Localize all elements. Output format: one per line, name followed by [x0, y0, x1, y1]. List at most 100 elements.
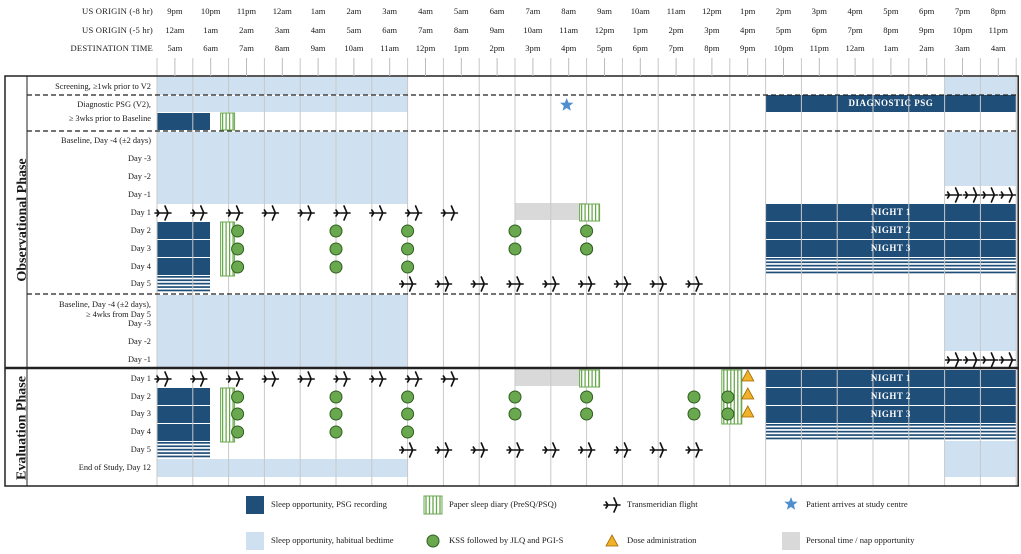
header-time-cell: 10am — [630, 6, 650, 16]
diary-box — [579, 203, 601, 222]
header-time-cell: 3pm — [525, 43, 541, 53]
flight-shape — [404, 205, 423, 221]
stripe-line — [157, 445, 210, 448]
kss-icon — [508, 224, 522, 238]
legend-arrival-label: Patient arrives at study centre — [806, 499, 908, 509]
kss-icon — [426, 534, 440, 548]
flight-icon — [368, 371, 387, 387]
header-time-cell: 1am — [883, 43, 899, 53]
psg-partial-block — [157, 442, 210, 459]
kss-icon — [401, 407, 415, 421]
flight-shape — [440, 371, 459, 387]
flight-shape — [613, 442, 632, 458]
header-time-cell: 11am — [559, 25, 579, 35]
legend-dose-label: Dose administration — [627, 535, 697, 545]
kss-icon — [687, 407, 701, 421]
kss-icon — [231, 242, 245, 256]
kss-icon — [580, 224, 594, 238]
night-label: NIGHT 1 — [870, 207, 911, 217]
row-label: Day -3 — [127, 319, 151, 328]
header-time-cell: 1am — [310, 6, 326, 16]
kss-icon — [580, 242, 594, 256]
header-time-cell: 8am — [274, 43, 290, 53]
flight-shape — [297, 371, 316, 387]
row-label: Day -2 — [127, 337, 151, 346]
header-time-cell: 10pm — [773, 43, 794, 53]
diary-box — [579, 369, 601, 388]
row-label: Day 4 — [130, 427, 151, 436]
night-bar — [765, 406, 1017, 423]
flight-shape — [944, 187, 963, 203]
flight-icon — [297, 371, 316, 387]
flight-shape — [261, 371, 280, 387]
night-bar — [765, 388, 1017, 405]
stripe-line — [765, 264, 1017, 267]
night-label: NIGHT 2 — [870, 391, 911, 401]
header-row-label: DESTINATION TIME — [70, 43, 153, 53]
habitual-sleep-block — [157, 77, 408, 95]
header-time-cell: 12am — [845, 43, 865, 53]
diary-box — [220, 112, 236, 131]
flight-shape — [542, 276, 560, 292]
flight-icon — [440, 371, 459, 387]
psg-sleep-block — [157, 258, 210, 275]
header-time-cell: 6am — [489, 6, 505, 16]
header-time-cell: 5pm — [596, 43, 613, 53]
header-time-cell: 7am — [239, 43, 254, 53]
flight-icon — [542, 442, 560, 458]
legend-psg-label: Sleep opportunity, PSG recording — [271, 499, 387, 509]
kss-icon — [508, 242, 522, 256]
header-time-cell: 12pm — [415, 43, 436, 53]
flight-icon — [297, 205, 316, 221]
header-row-label: US ORIGIN (-8 hr) — [82, 6, 153, 16]
flight-icon — [404, 371, 423, 387]
kss-icon — [401, 224, 415, 238]
habitual-sleep-block — [157, 96, 408, 112]
flight-icon — [225, 371, 244, 387]
row-label: Day 1 — [130, 208, 151, 217]
row-label: Day -3 — [127, 154, 151, 163]
header-time-cell: 2am — [919, 43, 935, 53]
legend-personal-label: Personal time / nap opportunity — [806, 535, 915, 545]
header-time-cell: 6pm — [811, 25, 827, 35]
flight-shape — [998, 352, 1017, 368]
habitual-sleep-block — [157, 459, 408, 477]
flight-shape — [577, 276, 596, 292]
flight-shape — [297, 205, 316, 221]
flight-shape — [470, 276, 489, 292]
stripe-line — [157, 442, 210, 444]
row-label: ≥ 4wks from Day 5 — [85, 310, 151, 319]
header-time-cell: 5pm — [883, 6, 899, 16]
kss-icon — [231, 425, 245, 439]
flight-icon — [506, 442, 524, 458]
row-label: Screening, ≥1wk prior to V2 — [55, 82, 151, 91]
flight-shape — [980, 187, 999, 203]
flight-shape — [577, 442, 596, 458]
header-time-cell: 11am — [666, 6, 686, 16]
stripe-line — [765, 437, 1017, 440]
flight-icon — [225, 205, 244, 221]
header-time-cell: 9am — [310, 43, 326, 53]
flight-shape — [434, 442, 453, 458]
header-time-cell: 4am — [990, 43, 1006, 53]
header-time-cell: 4am — [418, 6, 433, 16]
night-bar — [765, 370, 1017, 387]
flight-icon — [603, 497, 621, 513]
flight-shape — [190, 205, 208, 221]
header-time-cell: 11pm — [988, 25, 1008, 35]
header-row-label: US ORIGIN (-5 hr) — [82, 25, 153, 35]
night-bar — [765, 204, 1017, 221]
row-label: Day -1 — [127, 190, 151, 199]
diary-icon — [220, 112, 236, 131]
header-time-cell: 12am — [165, 25, 185, 35]
header-time-cell: 3pm — [811, 6, 827, 16]
flight-icon — [470, 442, 489, 458]
header-time-cell: 12pm — [702, 6, 722, 16]
header-time-cell: 9pm — [167, 6, 183, 16]
stripe-line — [157, 452, 210, 454]
flight-icon — [368, 205, 387, 221]
stripe-line — [157, 455, 210, 458]
row-label: Day -2 — [127, 172, 151, 181]
flight-shape — [404, 371, 423, 387]
